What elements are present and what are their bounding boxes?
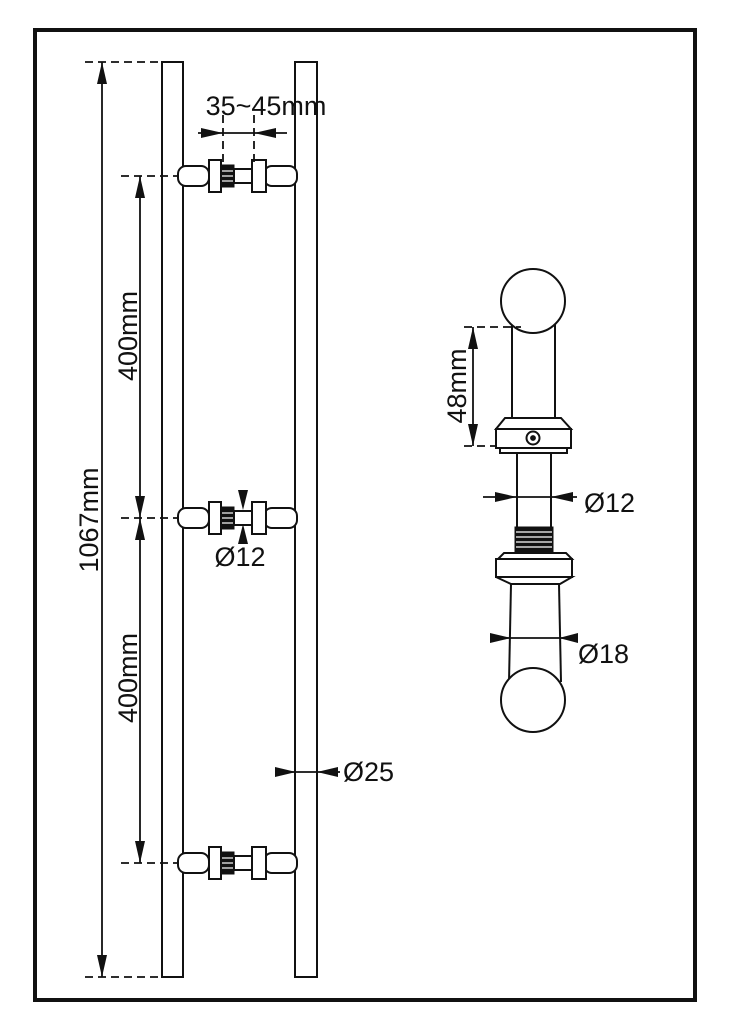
glass-connector-middle [177,501,298,535]
right-handle-tube [294,61,318,978]
dim-glass-thickness: 35~45mm [198,91,326,138]
collar-body [495,558,573,578]
arrowhead-up-icon [135,176,145,198]
side-view: 1067mm 400mm 400mm 35~45mm Ø12 [74,61,394,978]
dim-upper-spacing: 400mm [113,176,145,518]
tube-diameter-label: Ø25 [343,757,394,787]
arrowhead-down-icon [238,490,248,510]
arrowhead-down-icon [135,496,145,518]
upper-collar [493,417,574,454]
arrowhead-right-icon [201,128,223,138]
collar-chamfer [495,576,576,585]
bolt-diameter-label: Ø12 [214,542,265,572]
collar-lip [499,447,568,454]
arrowhead-down-icon [97,955,107,977]
dim-neck-height: 48mm [442,327,478,446]
arrowhead-left-icon [254,128,276,138]
arrowhead-left-icon [559,633,578,643]
arrowhead-up-icon [97,62,107,84]
post-diameter-label: Ø18 [578,639,629,669]
glass-thickness-label: 35~45mm [206,91,327,121]
arrowhead-down-icon [135,841,145,863]
bottom-ball [500,667,566,733]
dim-overall-length: 1067mm [74,62,107,977]
collar-bevel [493,417,574,430]
arrowhead-right-icon [495,492,517,502]
arrowhead-left-icon [551,492,573,502]
arrowhead-up-icon [468,327,478,349]
dim-post-diameter: Ø18 [490,633,629,669]
glass-connector-top [177,159,298,193]
threaded-section [514,526,554,555]
dim-bolt-diameter: Ø12 [214,490,266,572]
post-left-edge [508,583,512,683]
upper-spacing-label: 400mm [113,291,143,381]
arrowhead-up-icon [135,518,145,540]
drawing-border [33,28,697,1002]
lower-collar [495,552,576,585]
fitting-detail-view: 48mm Ø12 Ø18 [442,268,635,733]
dim-tube-diameter: Ø25 [275,757,394,787]
top-ball [500,268,566,334]
dim-stem-diameter: Ø12 [483,488,635,518]
glass-connector-bottom [177,846,298,880]
arrowhead-up-icon [238,524,248,544]
dim-lower-spacing: 400mm [113,518,145,863]
arrowhead-down-icon [468,424,478,446]
arrowhead-left-icon [317,767,338,777]
post-right-edge [558,583,562,683]
overall-length-label: 1067mm [74,467,104,572]
lower-spacing-label: 400mm [113,633,143,723]
neck-height-label: 48mm [442,348,472,423]
arrowhead-right-icon [275,767,296,777]
thread-body [514,526,554,555]
arrowhead-right-icon [490,633,511,643]
set-screw-hole [530,435,536,441]
stem-diameter-label: Ø12 [584,488,635,518]
